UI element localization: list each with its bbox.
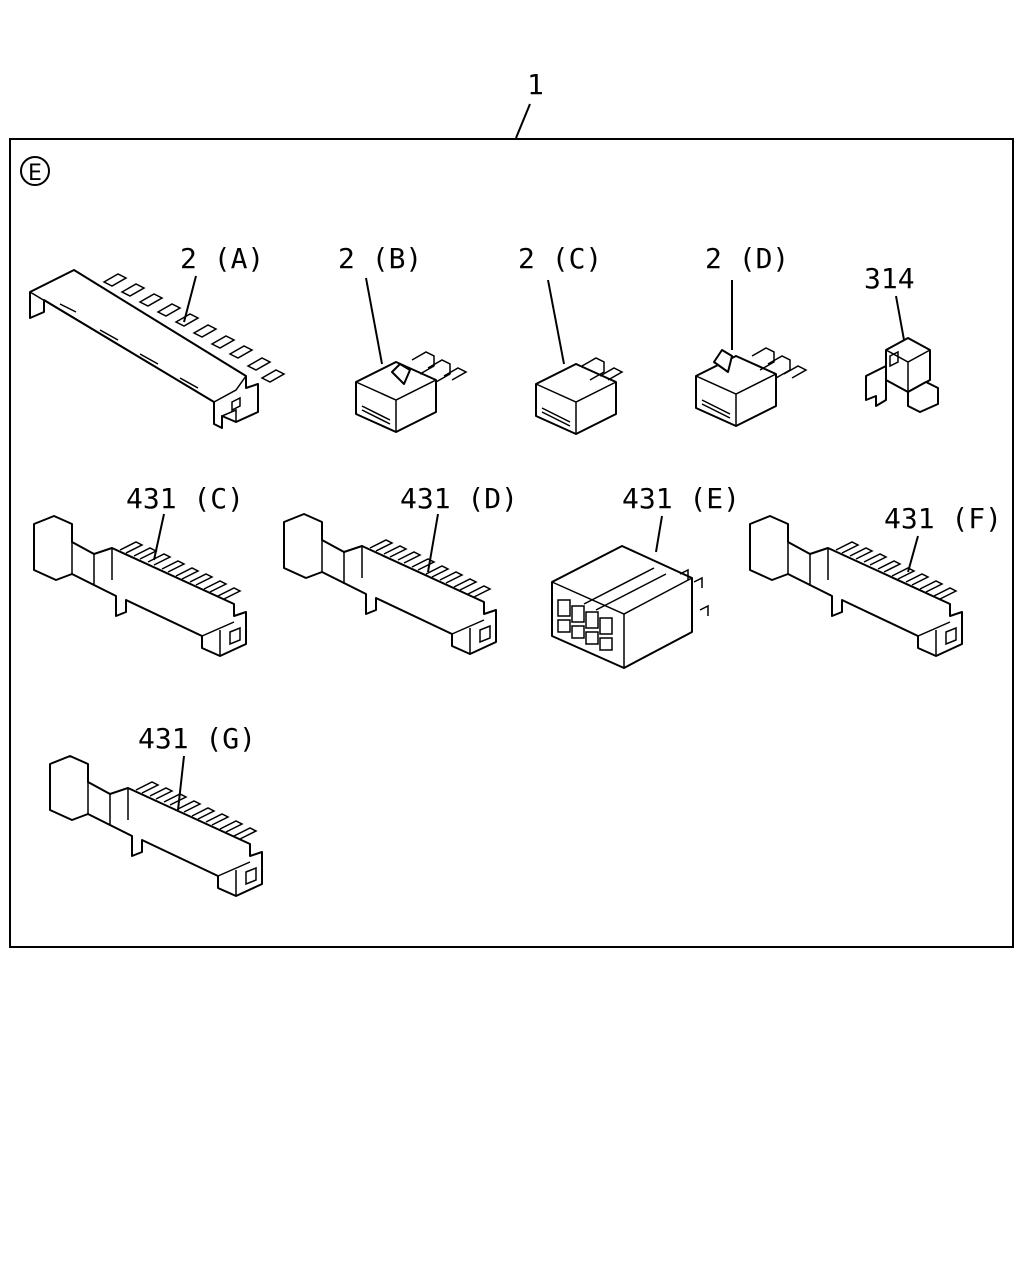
callout-431e: 431 (E) xyxy=(622,482,740,515)
callout-2a: 2 (A) xyxy=(180,242,264,275)
assembly-frame xyxy=(9,138,1014,948)
connector-431g xyxy=(49,755,263,897)
callout-2c: 2 (C) xyxy=(518,242,602,275)
svg-text:E: E xyxy=(28,161,42,186)
connector-431c xyxy=(33,515,247,657)
callout-2d: 2 (D) xyxy=(705,242,789,275)
part-314 xyxy=(865,337,939,413)
connector-2a xyxy=(29,269,286,429)
connector-2c xyxy=(535,357,624,435)
callout-431c: 431 (C) xyxy=(126,482,244,515)
assembly-leader xyxy=(515,103,531,139)
assembly-callout: 1 xyxy=(527,68,544,101)
connector-2d xyxy=(695,347,808,427)
connector-2b xyxy=(355,351,468,433)
connector-431f xyxy=(749,515,963,657)
callout-431f: 431 (F) xyxy=(884,502,1002,535)
connector-431d xyxy=(283,513,497,655)
callout-431d: 431 (D) xyxy=(400,482,518,515)
callout-2b: 2 (B) xyxy=(338,242,422,275)
section-marker: E xyxy=(20,156,50,186)
callout-431g: 431 (G) xyxy=(138,722,256,755)
callout-314: 314 xyxy=(864,262,915,295)
connector-431e xyxy=(551,545,709,669)
